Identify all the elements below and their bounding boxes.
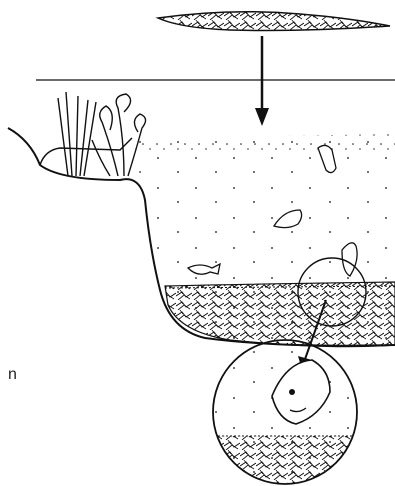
water-top-speckle (132, 134, 395, 152)
magnifier-icon (200, 340, 380, 486)
side-label: n (8, 366, 17, 384)
down-arrow-icon (255, 36, 269, 126)
plant-icon (58, 92, 146, 176)
leaf-mat-icon (158, 12, 390, 31)
